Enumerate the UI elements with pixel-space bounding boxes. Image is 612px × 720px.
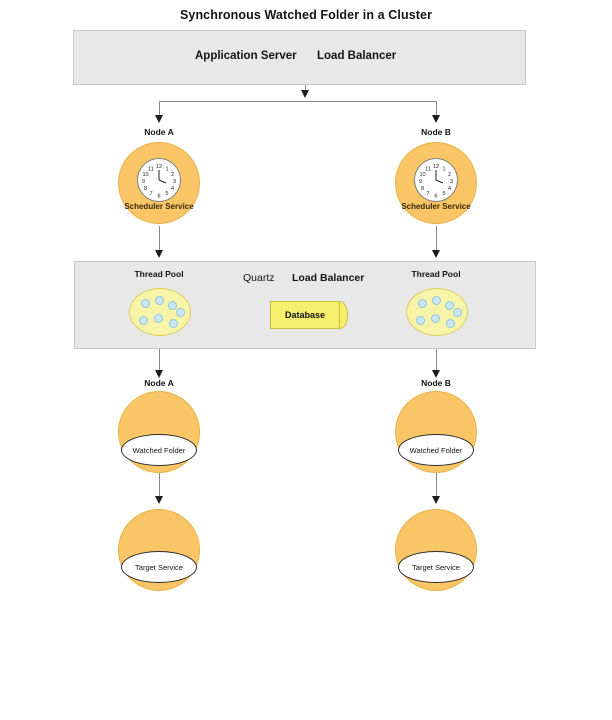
- thread-dot: [432, 296, 441, 305]
- thread-dot: [154, 314, 163, 323]
- connector-to-node-a: [159, 101, 160, 118]
- svg-text:8: 8: [144, 186, 147, 192]
- connector-folder-b-to-target: [436, 473, 437, 499]
- thread-dot: [155, 296, 164, 305]
- target-service-label-a: Target Service: [121, 551, 197, 583]
- svg-text:3: 3: [173, 179, 176, 185]
- arrowhead-target-b: [432, 496, 440, 504]
- watched-folder-label-b: Watched Folder: [398, 434, 474, 466]
- svg-text:11: 11: [425, 167, 431, 173]
- clock-icon-b: 12 1 2 3 4 5 6 7 8 9 10 11: [414, 158, 458, 202]
- arrowhead-target-a: [155, 496, 163, 504]
- database-label: Database: [284, 310, 326, 320]
- svg-text:9: 9: [142, 179, 145, 185]
- node-label-b-folder: Node B: [421, 378, 451, 388]
- svg-text:10: 10: [419, 172, 425, 178]
- connector-appserver-stem: [305, 85, 306, 94]
- arrowhead-folder-b: [432, 370, 440, 378]
- connector-pool-a-to-folder: [159, 349, 160, 373]
- node-label-a-scheduler: Node A: [144, 127, 174, 137]
- quartz-load-balancer-label: Load Balancer: [292, 272, 365, 284]
- svg-text:7: 7: [426, 191, 429, 197]
- svg-text:2: 2: [448, 172, 451, 178]
- database-body: [270, 301, 340, 329]
- connector-scheduler-b-to-pool: [436, 226, 437, 253]
- svg-text:10: 10: [142, 172, 148, 178]
- thread-dot: [416, 316, 425, 325]
- svg-text:8: 8: [421, 186, 424, 192]
- svg-text:2: 2: [171, 172, 174, 178]
- svg-text:5: 5: [442, 191, 445, 197]
- quartz-label: Quartz: [243, 272, 275, 284]
- watched-folder-label-a: Watched Folder: [121, 434, 197, 466]
- connector-scheduler-a-to-pool: [159, 226, 160, 253]
- application-server-label: Application Server: [195, 50, 297, 62]
- svg-text:11: 11: [148, 167, 154, 173]
- connector-split-bar: [159, 101, 436, 102]
- app-load-balancer-label: Load Balancer: [317, 50, 397, 62]
- clock-icon-a: 12 1 2 3 4 5 6 7 8 9 10 11: [137, 158, 181, 202]
- connector-pool-b-to-folder: [436, 349, 437, 373]
- database-cylinder: Database: [270, 301, 348, 329]
- svg-text:1: 1: [442, 167, 445, 173]
- thread-dot: [445, 301, 454, 310]
- scheduler-service-label-b: Scheduler Service: [401, 202, 471, 211]
- thread-dot: [141, 299, 150, 308]
- arrowhead-appserver-stem: [301, 90, 309, 98]
- thread-dot: [168, 301, 177, 310]
- thread-dot: [453, 308, 462, 317]
- thread-dot: [446, 319, 455, 328]
- node-label-a-folder: Node A: [144, 378, 174, 388]
- svg-text:4: 4: [171, 186, 174, 192]
- svg-text:12: 12: [433, 164, 439, 170]
- thread-dot: [431, 314, 440, 323]
- svg-text:12: 12: [156, 164, 162, 170]
- svg-text:3: 3: [450, 179, 453, 185]
- svg-text:6: 6: [434, 194, 437, 200]
- svg-text:1: 1: [165, 167, 168, 173]
- target-service-label-b: Target Service: [398, 551, 474, 583]
- arrowhead-node-b: [432, 115, 440, 123]
- arrowhead-pool-a: [155, 250, 163, 258]
- node-label-b-scheduler: Node B: [421, 127, 451, 137]
- application-server-band: [73, 30, 526, 85]
- scheduler-service-label-a: Scheduler Service: [124, 202, 194, 211]
- connector-to-node-b: [436, 101, 437, 118]
- thread-dot: [418, 299, 427, 308]
- thread-pool-left: [129, 288, 191, 336]
- svg-text:6: 6: [157, 194, 160, 200]
- thread-pool-label-right: Thread Pool: [411, 269, 461, 279]
- arrowhead-node-a: [155, 115, 163, 123]
- arrowhead-pool-b: [432, 250, 440, 258]
- svg-text:4: 4: [448, 186, 451, 192]
- thread-pool-right: [406, 288, 468, 336]
- thread-dot: [169, 319, 178, 328]
- arrowhead-folder-a: [155, 370, 163, 378]
- svg-text:9: 9: [419, 179, 422, 185]
- thread-pool-label-left: Thread Pool: [134, 269, 184, 279]
- thread-dot: [176, 308, 185, 317]
- thread-dot: [139, 316, 148, 325]
- page-title: Synchronous Watched Folder in a Cluster: [179, 8, 433, 22]
- svg-text:7: 7: [149, 191, 152, 197]
- svg-text:5: 5: [165, 191, 168, 197]
- connector-folder-a-to-target: [159, 473, 160, 499]
